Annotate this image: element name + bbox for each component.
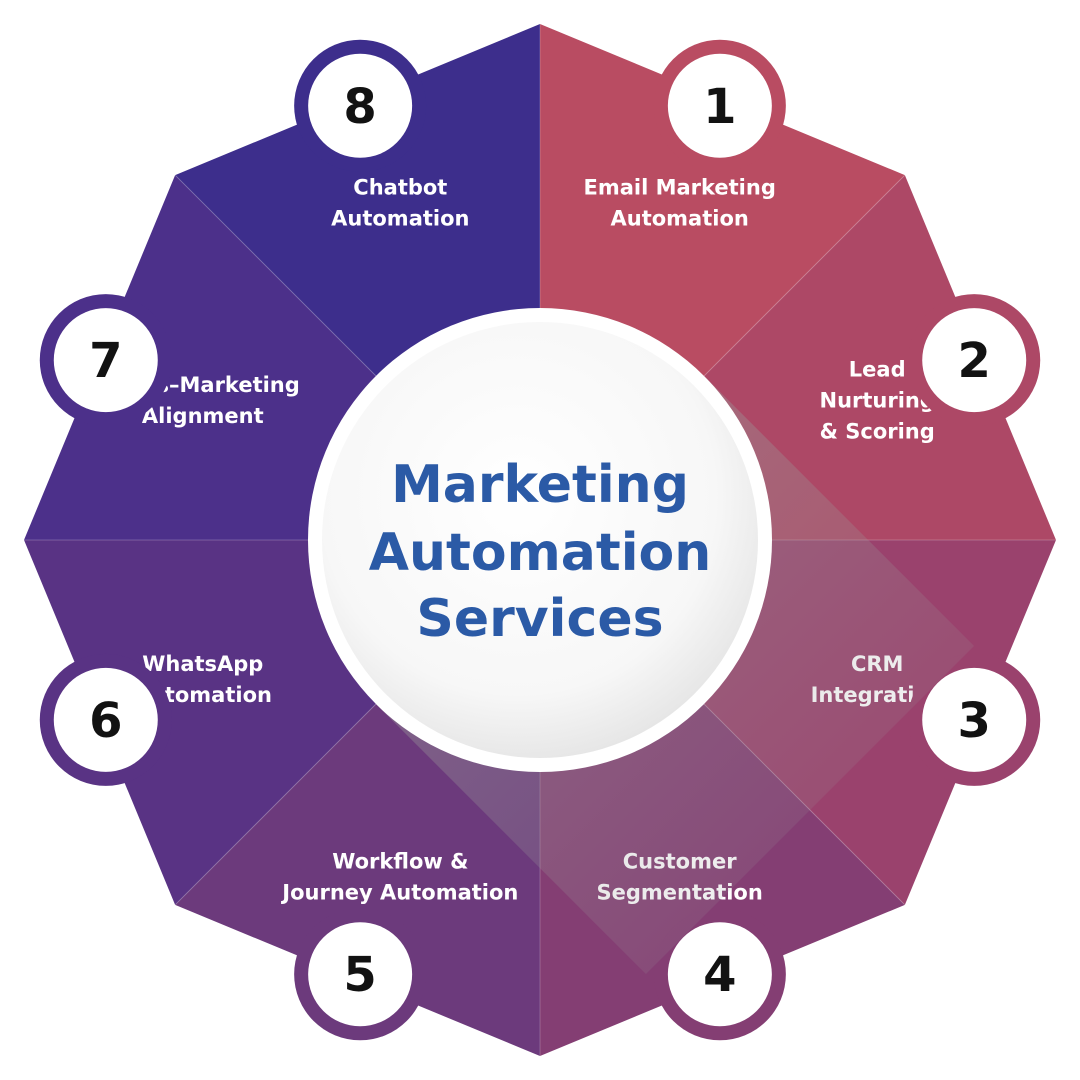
badge-number: 7 xyxy=(89,333,122,389)
segment-label-line: Lead xyxy=(849,357,906,381)
badge-number: 2 xyxy=(958,333,991,389)
number-badge-1: 1 xyxy=(653,39,786,172)
segment-label-line: Alignment xyxy=(142,404,264,428)
badge-face xyxy=(53,308,158,413)
segment-label-line: Chatbot xyxy=(353,175,447,199)
hub-face xyxy=(322,322,758,758)
segment-label-line: Automation xyxy=(331,206,469,230)
badge-face xyxy=(922,667,1027,772)
badge-face xyxy=(53,667,158,772)
number-badge-6: 6 xyxy=(39,653,172,786)
number-badge-8: 8 xyxy=(294,39,427,172)
badge-face xyxy=(667,922,772,1027)
badge-number: 5 xyxy=(343,947,376,1003)
segment-label-line: Automation xyxy=(611,206,749,230)
badge-number: 1 xyxy=(703,79,736,135)
center-title-line-2: Automation xyxy=(369,523,712,583)
badge-number: 8 xyxy=(343,79,376,135)
center-hub: Marketing Automation Services xyxy=(308,308,975,975)
badge-face xyxy=(308,53,413,158)
badge-number: 4 xyxy=(703,947,736,1003)
badge-number: 3 xyxy=(958,693,991,749)
badge-face xyxy=(667,53,772,158)
number-badge-7: 7 xyxy=(39,294,172,427)
number-badge-3: 3 xyxy=(908,653,1041,786)
segment-label-5: Workflow & Journey Automation xyxy=(280,850,518,905)
center-title-line-1: Marketing xyxy=(391,455,689,515)
segment-label-line: & Scoring xyxy=(820,419,935,443)
segment-label-line: Email Marketing xyxy=(583,175,775,199)
number-badges-layer: 1 2 3 4 5 6 7 8 xyxy=(39,39,1041,1041)
badge-face xyxy=(308,922,413,1027)
number-badge-5: 5 xyxy=(294,908,427,1041)
segment-label-line: Nurturing xyxy=(820,388,935,412)
number-badge-2: 2 xyxy=(908,294,1041,427)
badge-face xyxy=(922,308,1027,413)
number-badge-4: 4 xyxy=(653,908,786,1041)
segment-label-line: WhatsApp xyxy=(142,652,263,676)
center-title-line-3: Services xyxy=(416,589,663,649)
segment-label-line: Workflow & xyxy=(332,850,468,874)
badge-number: 6 xyxy=(89,693,122,749)
segment-label-line: Journey Automation xyxy=(280,881,518,905)
